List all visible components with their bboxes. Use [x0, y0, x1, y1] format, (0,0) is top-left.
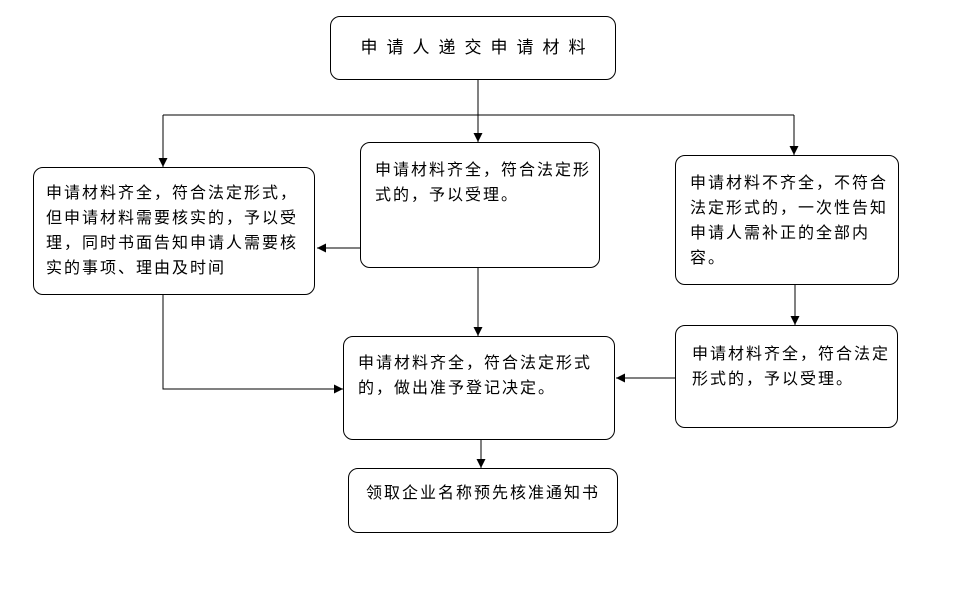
flow-node-accepted-right: 申请材料齐全，符合法定 形式的，予以受理。: [675, 325, 898, 428]
flow-node-accepted-middle: 申请材料齐全，符合法定形 式的，予以受理。: [360, 142, 600, 268]
flow-node-needs-verification: 申请材料齐全，符合法定形式， 但申请材料需要核实的，予以受 理，同时书面告知申请…: [33, 167, 315, 295]
flow-node-registration-decision: 申请材料齐全，符合法定形式 的，做出准予登记决定。: [343, 336, 615, 440]
flow-node-submit-materials: 申请人递交申请材料: [330, 16, 616, 80]
arrow-verify-needed-to-decision: [162, 295, 343, 394]
flow-node-incomplete-materials: 申请材料不齐全，不符合 法定形式的，一次性告知 申请人需补正的全部内 容。: [675, 155, 899, 285]
flow-node-receive-notice: 领取企业名称预先核准通知书: [348, 468, 618, 533]
